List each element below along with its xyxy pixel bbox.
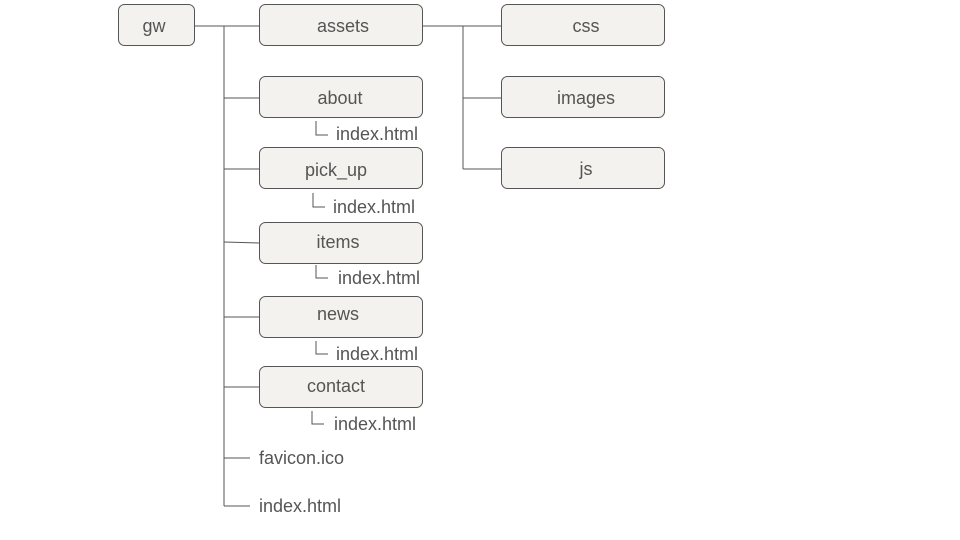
folder-node-css: css (501, 4, 665, 46)
folder-node-js: js (501, 147, 665, 189)
folder-node-images: images (501, 76, 665, 118)
edge-news-file (315, 341, 328, 355)
folder-label-js: js (579, 159, 593, 179)
tree-connectors (195, 25, 501, 507)
edge-to-items (223, 241, 260, 244)
folder-label-contact: contact (307, 376, 365, 396)
folder-node-contact: contact (259, 366, 423, 408)
edge-about-file (315, 121, 328, 136)
file-label-items-index: index.html (338, 268, 420, 288)
edge-pick-up-file (312, 193, 325, 208)
file-label-about-index: index.html (336, 124, 418, 144)
file-label-contact-index: index.html (334, 414, 416, 434)
folder-label-assets: assets (317, 16, 369, 36)
folder-node-gw: gw (118, 4, 195, 46)
file-label-pick-up-index: index.html (333, 197, 415, 217)
folder-node-assets: assets (259, 4, 423, 46)
folder-label-about: about (317, 88, 362, 108)
folder-label-images: images (557, 88, 615, 108)
folder-label-news: news (317, 304, 359, 324)
file-label-news-index: index.html (336, 344, 418, 364)
folder-label-css: css (573, 16, 600, 36)
folder-node-items: items (259, 222, 423, 264)
folder-label-items: items (316, 232, 359, 252)
folder-label-gw: gw (142, 16, 166, 36)
file-label-root-index: index.html (259, 496, 341, 516)
folder-node-about: about (259, 76, 423, 118)
folder-node-news: news (259, 296, 423, 338)
edge-contact-file (311, 411, 324, 425)
folder-label-pick-up: pick_up (305, 160, 367, 181)
folder-node-pick-up: pick_up (259, 147, 423, 189)
edge-items-file (315, 265, 328, 279)
file-label-favicon: favicon.ico (259, 448, 344, 468)
